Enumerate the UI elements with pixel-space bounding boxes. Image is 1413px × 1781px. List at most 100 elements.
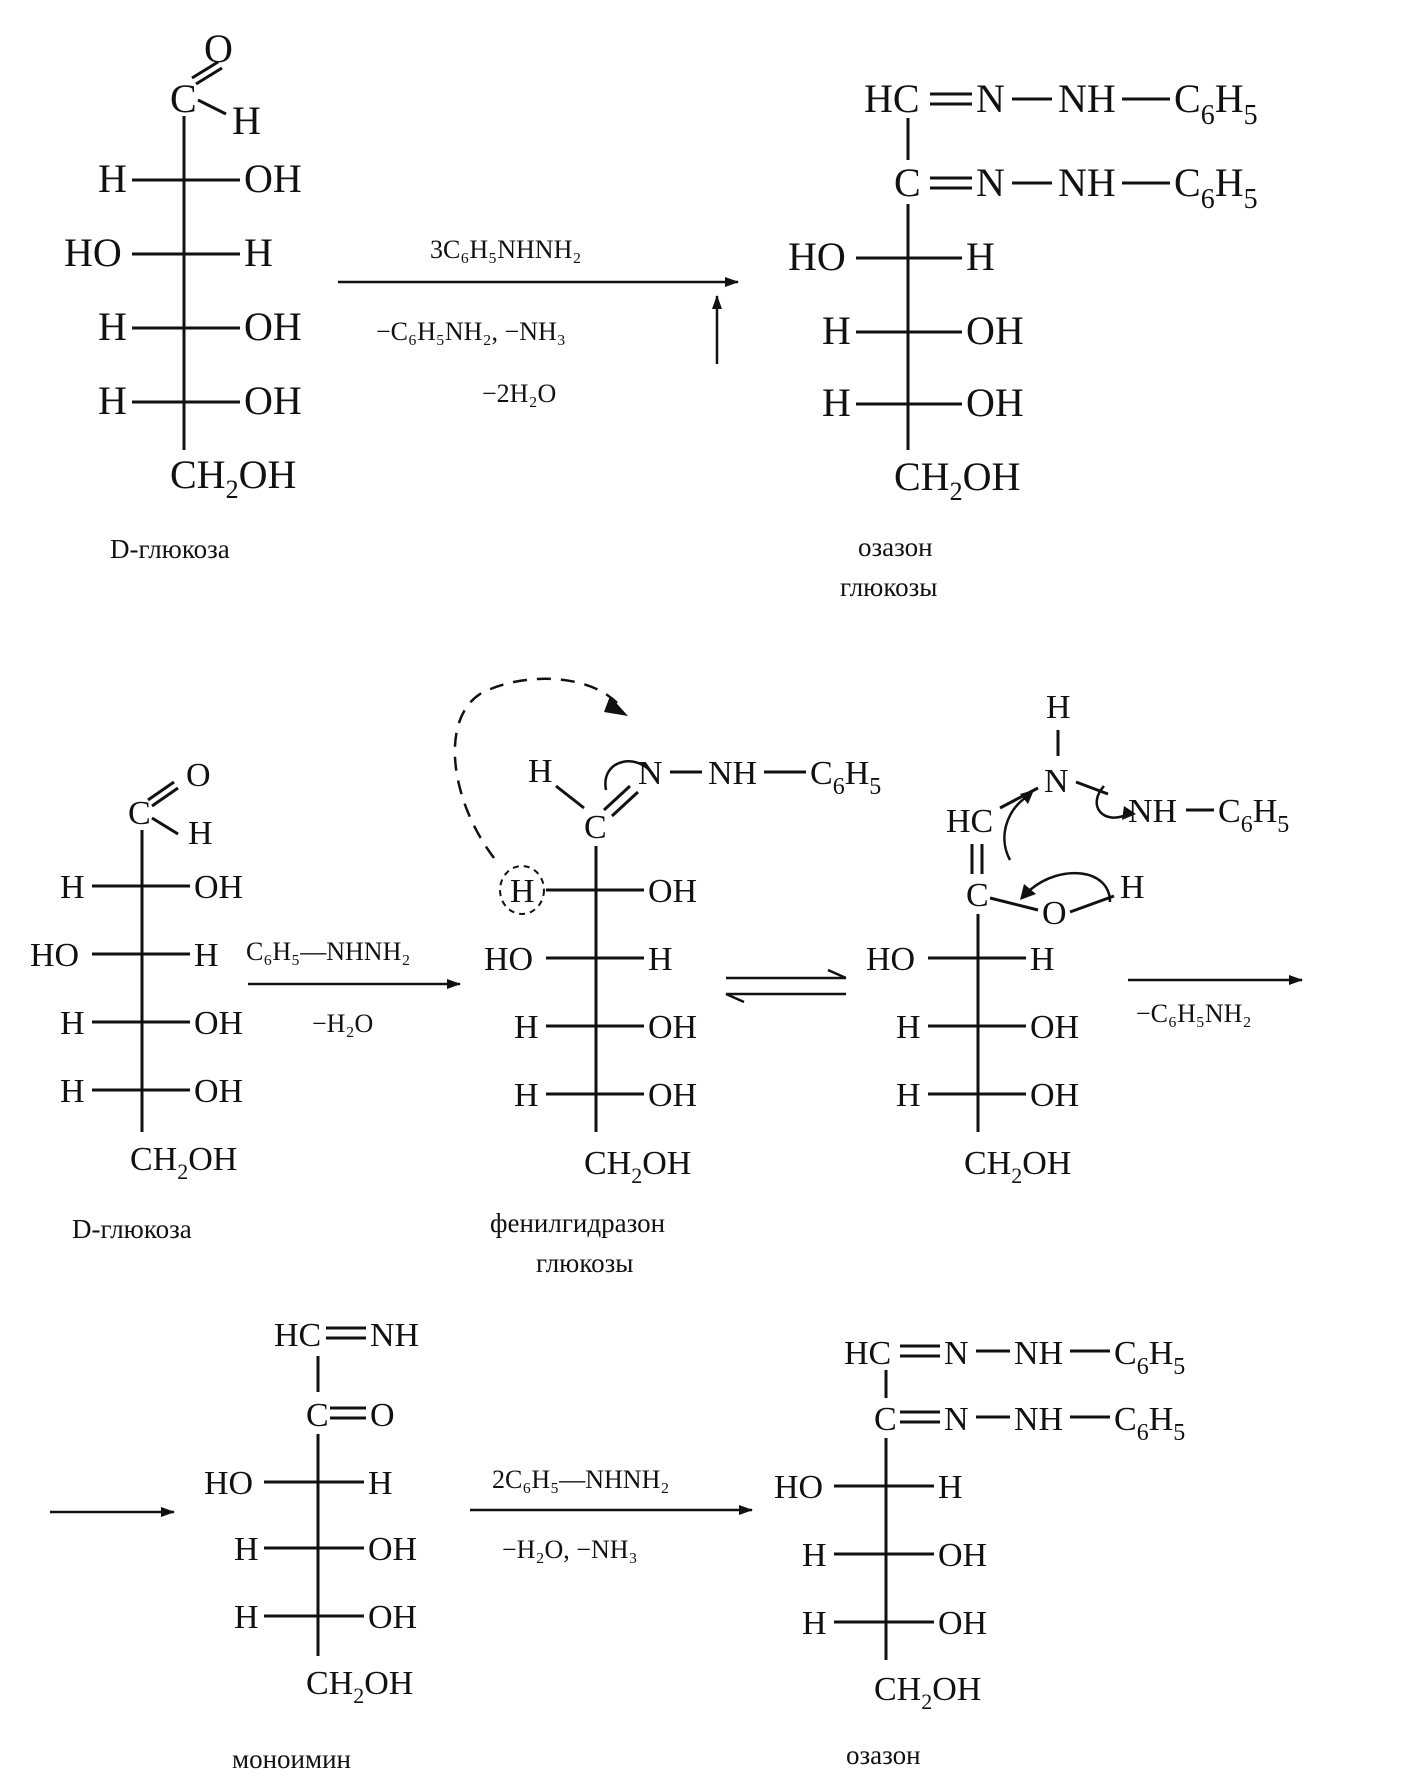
svg-text:OH: OH bbox=[648, 1009, 697, 1046]
svg-text:OH: OH bbox=[244, 304, 302, 349]
svg-text:NH: NH bbox=[370, 1317, 419, 1354]
svg-text:OH: OH bbox=[938, 1605, 987, 1642]
svg-text:OH: OH bbox=[194, 1005, 243, 1042]
svg-text:CH2OH: CH2OH bbox=[874, 1671, 981, 1714]
svg-text:N: N bbox=[944, 1335, 969, 1372]
svg-text:HC: HC bbox=[274, 1317, 321, 1354]
svg-text:N: N bbox=[638, 755, 663, 792]
reagent-3-bottom: −C₆H₅NH₂ bbox=[1136, 999, 1252, 1028]
caption-phenylhydrazone-line1: фенилгидразон bbox=[490, 1208, 665, 1238]
svg-text:H: H bbox=[234, 1599, 259, 1636]
aldehyde-c: C bbox=[170, 76, 197, 121]
svg-text:H: H bbox=[98, 378, 127, 423]
svg-text:C6H5: C6H5 bbox=[1174, 160, 1258, 215]
svg-text:H: H bbox=[244, 230, 273, 275]
reagent-2-top: C₆H₅—NHNH₂ bbox=[246, 937, 410, 966]
svg-text:C: C bbox=[874, 1401, 897, 1438]
svg-text:H: H bbox=[822, 380, 851, 425]
svg-text:OH: OH bbox=[966, 380, 1024, 425]
svg-text:H: H bbox=[802, 1537, 827, 1574]
svg-text:OH: OH bbox=[938, 1537, 987, 1574]
reagent-1-top: 3C₆H₅NHNH₂ bbox=[430, 235, 581, 264]
svg-text:C: C bbox=[966, 877, 989, 914]
caption-monoimine: моноимин bbox=[232, 1744, 351, 1774]
svg-text:H: H bbox=[1046, 689, 1071, 726]
svg-text:OH: OH bbox=[1030, 1009, 1079, 1046]
svg-text:C: C bbox=[306, 1397, 329, 1434]
svg-text:HO: HO bbox=[64, 230, 122, 275]
svg-text:O: O bbox=[370, 1397, 395, 1434]
svg-text:HO: HO bbox=[30, 937, 79, 974]
svg-text:O: O bbox=[1042, 895, 1067, 932]
svg-text:H: H bbox=[510, 873, 535, 910]
svg-text:H: H bbox=[822, 308, 851, 353]
svg-text:CH2OH: CH2OH bbox=[894, 454, 1020, 506]
svg-text:OH: OH bbox=[244, 156, 302, 201]
svg-text:CH2OH: CH2OH bbox=[306, 1665, 413, 1708]
caption-osazone-2: озазон bbox=[846, 1740, 921, 1770]
svg-text:OH: OH bbox=[194, 1073, 243, 1110]
svg-text:H: H bbox=[802, 1605, 827, 1642]
svg-text:CH2OH: CH2OH bbox=[584, 1145, 691, 1188]
svg-text:C6H5: C6H5 bbox=[1174, 76, 1258, 131]
svg-text:C6H5: C6H5 bbox=[1218, 793, 1289, 838]
svg-text:HO: HO bbox=[774, 1469, 823, 1506]
svg-text:H: H bbox=[528, 753, 553, 790]
svg-text:NH: NH bbox=[1058, 160, 1116, 205]
svg-text:HO: HO bbox=[866, 941, 915, 978]
caption-osazone-1-line1: озазон bbox=[858, 532, 933, 562]
svg-text:HO: HO bbox=[788, 234, 846, 279]
svg-text:H: H bbox=[1120, 869, 1145, 906]
svg-text:HO: HO bbox=[204, 1465, 253, 1502]
svg-text:C6H5: C6H5 bbox=[1114, 1335, 1185, 1380]
svg-text:OH: OH bbox=[244, 378, 302, 423]
equilibrium-arrows bbox=[725, 968, 847, 1004]
svg-text:NH: NH bbox=[708, 755, 757, 792]
svg-text:NH: NH bbox=[1014, 1335, 1063, 1372]
svg-text:HC: HC bbox=[864, 76, 920, 121]
svg-text:H: H bbox=[896, 1009, 921, 1046]
caption-osazone-1-line2: глюкозы bbox=[840, 572, 937, 602]
svg-text:H: H bbox=[938, 1469, 963, 1506]
svg-text:N: N bbox=[976, 160, 1005, 205]
aldehyde-o: O bbox=[204, 26, 233, 71]
caption-d-glucose-2: D-глюкоза bbox=[72, 1214, 192, 1244]
reagent-1-water: −2H₂O bbox=[482, 379, 556, 408]
svg-text:NH: NH bbox=[1014, 1401, 1063, 1438]
svg-text:HC: HC bbox=[946, 803, 993, 840]
svg-text:H: H bbox=[648, 941, 673, 978]
reagent-4-top: 2C₆H₅—NHNH₂ bbox=[492, 1465, 669, 1494]
svg-text:OH: OH bbox=[648, 873, 697, 910]
svg-text:H: H bbox=[194, 937, 219, 974]
svg-text:OH: OH bbox=[194, 869, 243, 906]
svg-text:OH: OH bbox=[966, 308, 1024, 353]
svg-text:H: H bbox=[514, 1009, 539, 1046]
svg-text:HO: HO bbox=[484, 941, 533, 978]
svg-text:H: H bbox=[966, 234, 995, 279]
svg-text:H: H bbox=[60, 1005, 85, 1042]
svg-text:H: H bbox=[514, 1077, 539, 1114]
svg-text:O: O bbox=[186, 757, 211, 794]
svg-text:CH2OH: CH2OH bbox=[170, 452, 296, 504]
svg-text:OH: OH bbox=[1030, 1077, 1079, 1114]
aldehyde-h: H bbox=[232, 98, 261, 143]
svg-text:OH: OH bbox=[368, 1599, 417, 1636]
svg-text:N: N bbox=[944, 1401, 969, 1438]
svg-text:H: H bbox=[98, 304, 127, 349]
svg-text:NH: NH bbox=[1128, 793, 1177, 830]
svg-text:NH: NH bbox=[1058, 76, 1116, 121]
svg-text:C6H5: C6H5 bbox=[1114, 1401, 1185, 1446]
svg-text:N: N bbox=[1044, 763, 1069, 800]
svg-text:OH: OH bbox=[648, 1077, 697, 1114]
svg-text:H: H bbox=[234, 1531, 259, 1568]
svg-text:C: C bbox=[128, 795, 151, 832]
reagent-2-bottom: −H₂O bbox=[312, 1009, 373, 1038]
svg-text:H: H bbox=[60, 869, 85, 906]
